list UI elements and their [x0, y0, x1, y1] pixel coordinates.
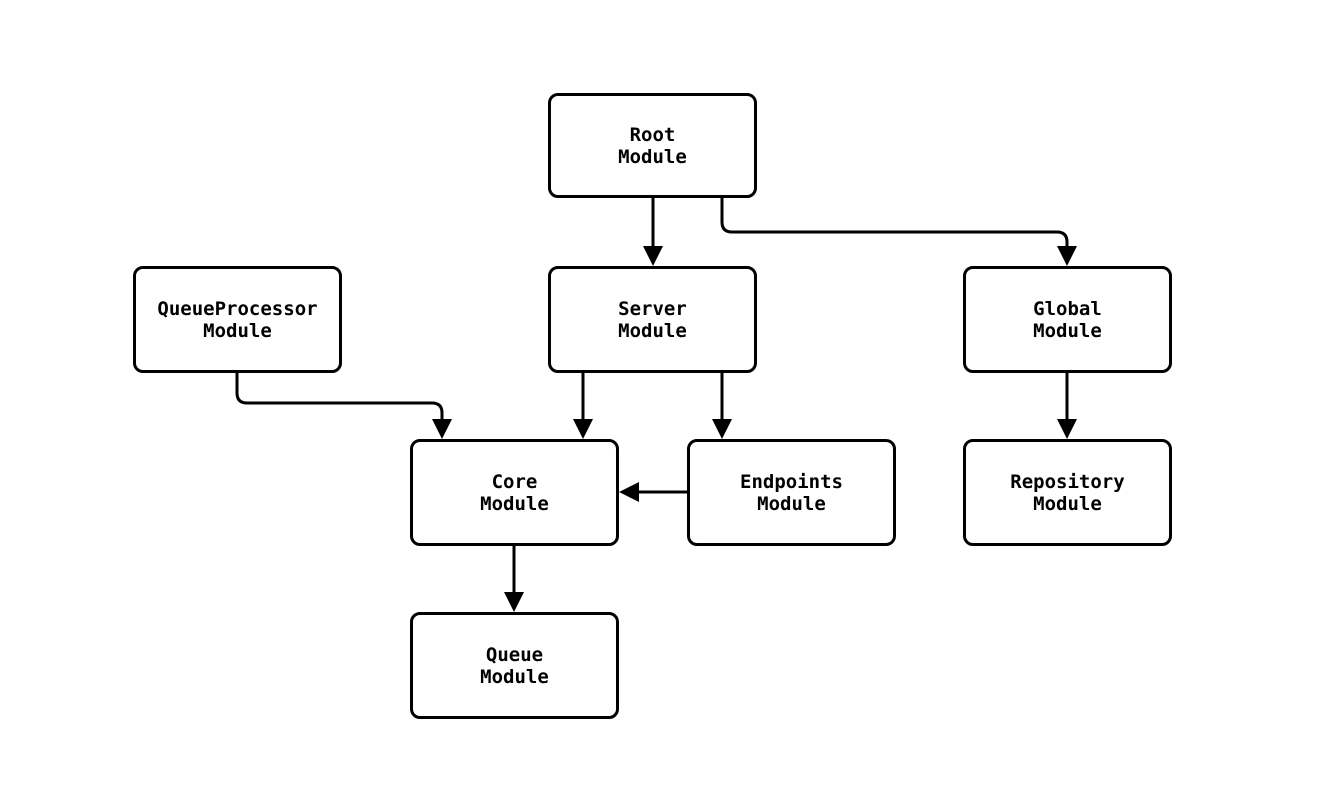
edge-queueprocessor-to-core [235, 373, 444, 421]
edge-root-to-global [720, 198, 1069, 248]
node-label-line1: QueueProcessor [157, 297, 318, 320]
node-label-line2: Module [480, 665, 549, 688]
arrowhead-queueprocessor-to-core [432, 419, 452, 439]
arrowhead-server-to-core [573, 419, 593, 439]
arrowhead-root-to-server [643, 246, 663, 266]
node-label-line1: Queue [485, 643, 544, 666]
node-label-line1: Core [491, 470, 538, 493]
arrowhead-endpoints-to-core [619, 482, 639, 502]
node-label-line1: Root [629, 123, 676, 146]
node-label-line2: Module [1033, 492, 1102, 515]
node-label-line1: Repository [1010, 470, 1125, 493]
node-label-line2: Module [1033, 319, 1102, 342]
node-label-line2: Module [203, 319, 272, 342]
node-label-line1: Global [1033, 297, 1102, 320]
arrowhead-root-to-global [1057, 246, 1077, 266]
arrowhead-core-to-queue [504, 592, 524, 612]
arrowhead-server-to-endpoints [712, 419, 732, 439]
node-label-line2: Module [480, 492, 549, 515]
node-label-line1: Endpoints [740, 470, 843, 493]
node-label-line2: Module [618, 319, 687, 342]
node-label-line2: Module [757, 492, 826, 515]
node-label-line1: Server [618, 297, 687, 320]
arrowhead-global-to-repository [1057, 419, 1077, 439]
node-label-line2: Module [618, 145, 687, 168]
